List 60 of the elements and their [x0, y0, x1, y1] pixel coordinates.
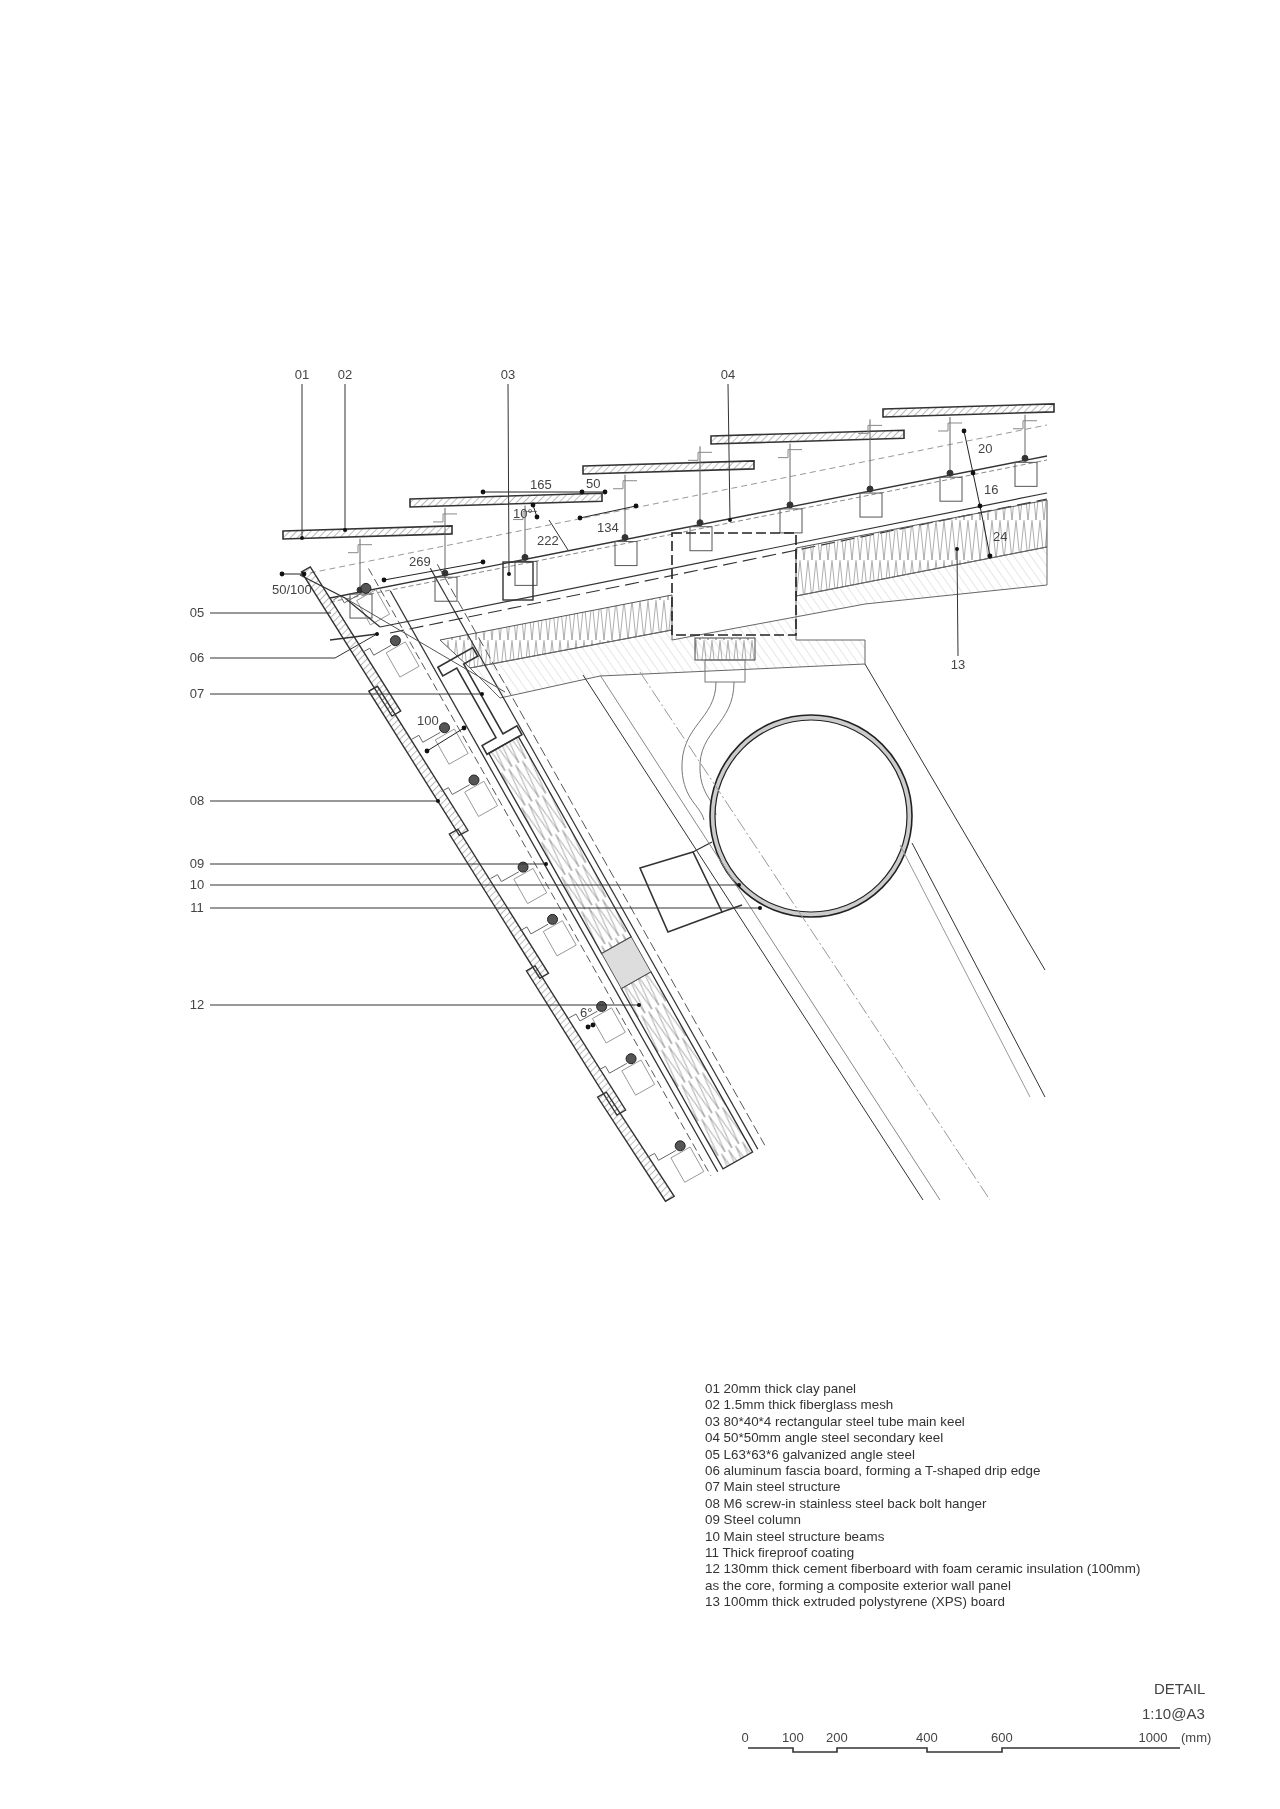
note-text: 04 50*50mm angle steel secondary keel	[705, 1430, 945, 1447]
dimension-label: 16	[984, 482, 999, 498]
scale-label: 400	[916, 1730, 938, 1746]
callout-number: 07	[185, 686, 209, 702]
callout-number: 01	[290, 367, 314, 383]
dimension-label: 100	[417, 713, 439, 729]
note-text: 03 80*40*4 rectangular steel tube main keel	[705, 1413, 966, 1431]
dimension-label: 6°	[580, 1005, 593, 1021]
callout-number: 04	[716, 367, 740, 383]
leader-line	[209, 862, 548, 866]
callout-number: 13	[946, 657, 970, 673]
dimension-label: 24	[993, 529, 1008, 545]
callout-number: 10	[185, 877, 209, 893]
note-text: 06 aluminum fascia board, forming a T-shaped drip edge	[705, 1463, 1042, 1480]
dimension-label: 222	[537, 533, 559, 549]
leader-line	[209, 612, 332, 614]
callout-number: 09	[185, 856, 209, 872]
note-text: 07 Main steel structure	[705, 1479, 842, 1496]
note-text: 11 Thick fireproof coating	[705, 1545, 856, 1562]
callout-number: 06	[185, 650, 209, 666]
dimension-label: 50	[586, 476, 601, 492]
dimension-label: 10°	[513, 506, 533, 522]
callout-number: 11	[185, 900, 209, 916]
leader-line	[209, 1003, 641, 1007]
dimension-label: 50/100	[272, 582, 312, 598]
dimension-label: 20	[978, 441, 993, 457]
scale-label: 200	[826, 1730, 848, 1746]
note-text: 05 L63*63*6 galvanized angle steel	[705, 1446, 916, 1464]
leader-line	[300, 383, 304, 540]
note-text: 01 20mm thick clay panel	[705, 1381, 858, 1398]
scale-label: 0	[741, 1730, 749, 1746]
drawing-title: DETAIL	[1154, 1681, 1206, 1697]
note-text: 12 130mm thick cement fiberboard with foam ceramic insulation (100mm) as the core, forming a composite exterior wall panel	[705, 1561, 1142, 1595]
note-text: 10 Main steel structure beams	[705, 1528, 886, 1546]
note-text: 13 100mm thick extruded polystyrene (XPS) board	[705, 1594, 1006, 1611]
leader-line	[209, 632, 379, 659]
note-text: 09 Steel column	[705, 1512, 803, 1529]
leader-line	[209, 692, 484, 696]
callout-number: 03	[496, 367, 520, 383]
leader-line	[209, 906, 762, 910]
dimension-label: 165	[530, 477, 552, 493]
dimension-label: 269	[409, 554, 431, 570]
callout-number: 12	[185, 997, 209, 1013]
callout-number: 02	[333, 367, 357, 383]
leader-line	[955, 547, 959, 657]
callout-number: 05	[185, 605, 209, 621]
leader-line	[209, 883, 741, 887]
note-text: 02 1.5mm thick fiberglass mesh	[705, 1397, 895, 1414]
scale-label: (mm)	[1181, 1730, 1212, 1746]
scale-label: 100	[782, 1730, 804, 1746]
leader-line	[727, 383, 732, 522]
scale-text: 1:10@A3	[1142, 1706, 1205, 1722]
leader-line	[343, 383, 347, 532]
leader-line	[507, 383, 511, 576]
leader-line	[209, 799, 440, 803]
callout-number: 08	[185, 793, 209, 809]
scale-label: 600	[991, 1730, 1013, 1746]
dimension-label: 134	[597, 520, 619, 536]
note-text: 08 M6 screw-in stainless steel back bolt hanger	[705, 1495, 988, 1513]
scale-label: 1000	[1138, 1730, 1168, 1746]
